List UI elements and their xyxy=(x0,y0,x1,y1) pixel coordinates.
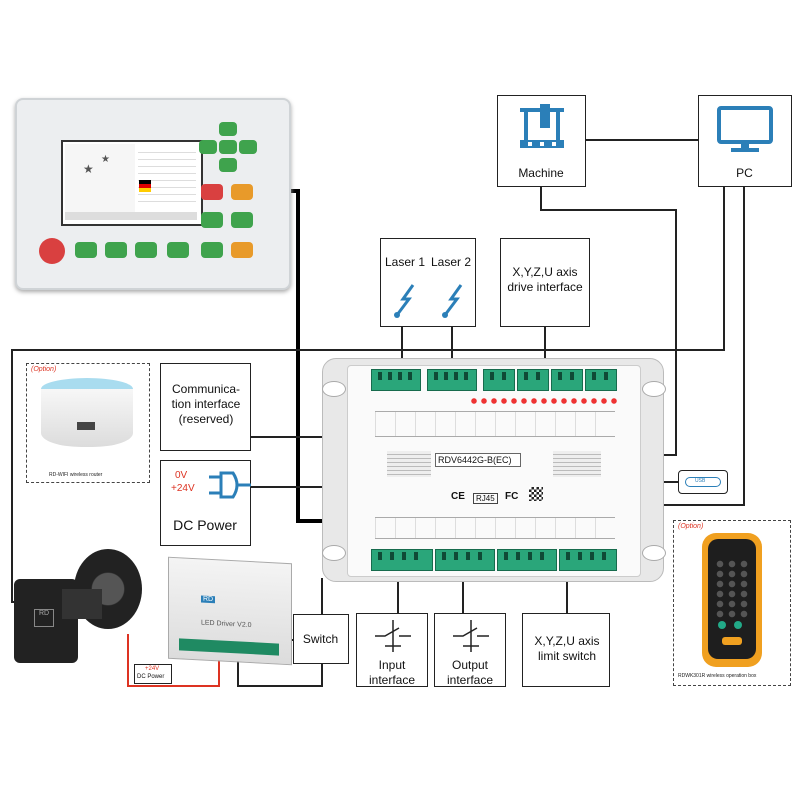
start-button[interactable] xyxy=(201,242,223,258)
max-power-button[interactable] xyxy=(167,242,189,258)
controller-board: RDV6442G-B(EC) CE RJ45 FC xyxy=(322,358,666,582)
limit-switch-box: X,Y,Z,U axis limit switch xyxy=(522,613,610,687)
terminal-laser1 xyxy=(371,369,421,391)
frame-button[interactable] xyxy=(231,212,253,228)
usb-stick-icon xyxy=(685,477,721,487)
pc-box: PC xyxy=(698,95,792,187)
pc-wire xyxy=(640,187,745,506)
led-power-label: DC Power xyxy=(137,674,165,680)
option-tag: (Option) xyxy=(31,366,57,373)
pc-label: PC xyxy=(736,166,753,180)
machine-icon xyxy=(520,104,564,148)
usb-port-icon xyxy=(77,422,95,430)
dc-power-label: DC Power xyxy=(173,517,237,533)
led-power-voltage: +24V xyxy=(145,666,160,672)
output-interface-label: Output interface xyxy=(446,658,494,687)
wireless-box-option: (Option) RDWK301R wireless operation box xyxy=(673,520,791,686)
communication-label: Communica-tion interface (reserved) xyxy=(171,382,241,426)
input-interface-box: Input interface xyxy=(356,613,428,687)
flag-icon xyxy=(139,180,151,192)
communication-box: Communica-tion interface (reserved) xyxy=(160,363,251,451)
laser-button[interactable] xyxy=(231,184,253,200)
laser2-label: Laser 2 xyxy=(430,255,472,269)
axis-drive-box: X,Y,Z,U axis drive interface xyxy=(500,238,590,327)
wireless-box-caption: RDWK301R wireless operation box xyxy=(678,673,757,679)
input-interface-label: Input interface xyxy=(368,658,416,687)
led-power-tag: +24V DC Power xyxy=(134,664,172,684)
limit-switch-label: X,Y,Z,U axis limit switch xyxy=(534,634,600,663)
rd-logo-icon: RD xyxy=(34,609,54,627)
laser-beam-icon xyxy=(394,284,415,318)
terminal-limit-2 xyxy=(559,549,617,571)
terminal-laser2 xyxy=(427,369,477,391)
laser-beam-icon xyxy=(442,284,463,318)
wifi-router-option: (Option) RD-WIFI wireless router xyxy=(26,363,150,483)
rj45-label: RJ45 xyxy=(473,493,498,504)
status-leds xyxy=(469,397,619,405)
wifi-router-caption: RD-WIFI wireless router xyxy=(49,472,103,478)
controller-model: RDV6442G-B(EC) xyxy=(435,453,521,467)
laser1-label: Laser 1 xyxy=(384,255,426,269)
power-plug-icon xyxy=(209,471,251,499)
arrow-up-button[interactable] xyxy=(219,122,237,136)
star-icon: ★ xyxy=(83,162,94,176)
reset-button[interactable] xyxy=(39,238,65,264)
axis-drive-label: X,Y,Z,U axis drive interface xyxy=(507,265,583,294)
usb-label: USB xyxy=(695,478,706,484)
voltage-24-label: +24V xyxy=(171,483,195,494)
monitor-icon xyxy=(717,106,773,152)
terminal-u xyxy=(585,369,617,391)
option-tag: (Option) xyxy=(678,523,704,530)
led-driver-text: LED Driver V2.0 xyxy=(201,619,252,630)
star-icon: ★ xyxy=(101,154,110,165)
panel-screen: ★ ★ xyxy=(61,140,203,226)
min-power-button[interactable] xyxy=(135,242,157,258)
enter-button[interactable] xyxy=(219,140,237,154)
terminal-limit-1 xyxy=(497,549,557,571)
rotary-device: RD xyxy=(14,545,144,665)
output-interface-box: Output interface xyxy=(434,613,506,687)
fcc-mark: FC xyxy=(505,491,519,502)
usb-box: USB xyxy=(678,470,728,494)
machine-wire xyxy=(540,187,677,456)
machine-box: Machine xyxy=(497,95,586,187)
esc-button[interactable] xyxy=(201,184,223,200)
remote-keypad[interactable] xyxy=(714,559,750,619)
ce-mark: CE xyxy=(451,491,465,502)
terminal-output xyxy=(435,549,495,571)
file-button[interactable] xyxy=(75,242,97,258)
wireless-remote xyxy=(702,533,762,667)
terminal-input xyxy=(371,549,433,571)
qr-code xyxy=(529,487,543,501)
led-driver: RD LED Driver V2.0 xyxy=(168,556,292,666)
switch-box: Switch xyxy=(293,614,349,664)
led-driver-brand: RD xyxy=(201,595,216,604)
voltage-0-label: 0V xyxy=(175,470,188,481)
switch-label: Switch xyxy=(302,632,339,646)
terminal-y xyxy=(517,369,549,391)
switch-symbol-icon xyxy=(453,620,489,652)
terminal-z xyxy=(551,369,583,391)
arrow-left-button[interactable] xyxy=(199,140,217,154)
speed-button[interactable] xyxy=(105,242,127,258)
origin-button[interactable] xyxy=(201,212,223,228)
laser-box: Laser 1 Laser 2 xyxy=(380,238,476,327)
arrow-down-button[interactable] xyxy=(219,158,237,172)
wifi-router-device xyxy=(41,378,133,458)
terminal-x xyxy=(483,369,515,391)
arrow-right-button[interactable] xyxy=(239,140,257,154)
switch-symbol-icon xyxy=(375,620,411,652)
control-panel: ★ ★ xyxy=(15,98,291,290)
machine-label: Machine xyxy=(518,166,564,180)
stop-button[interactable] xyxy=(231,242,253,258)
dc-power-box: 0V +24V DC Power xyxy=(160,460,251,546)
